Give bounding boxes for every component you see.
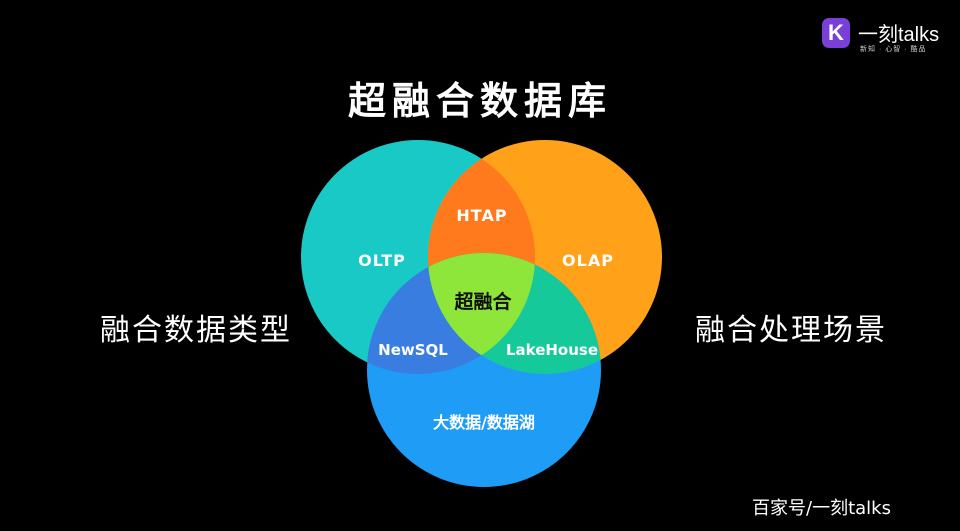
left-label: 融合数据类型 — [100, 313, 292, 348]
bigdata-label: 大数据/数据湖 — [433, 413, 535, 432]
newsql-label: NewSQL — [378, 341, 448, 359]
center-label: 超融合 — [453, 290, 512, 313]
right-label: 融合处理场景 — [695, 313, 887, 348]
brand-logo: K 一刻talks 新知 · 心智 · 酷品 — [822, 16, 947, 56]
logo-k-icon: K — [822, 18, 850, 48]
htap-label: HTAP — [456, 206, 507, 225]
watermark: 百家号/一刻talks — [752, 498, 891, 519]
oltp-label: OLTP — [358, 251, 406, 270]
logo-name: 一刻talks — [858, 24, 940, 46]
olap-label: OLAP — [562, 251, 614, 270]
lakehouse-label: LakeHouse — [506, 341, 598, 359]
logo-tagline: 新知 · 心智 · 酷品 — [860, 46, 927, 53]
page-title: 超融合数据库 — [347, 79, 612, 123]
